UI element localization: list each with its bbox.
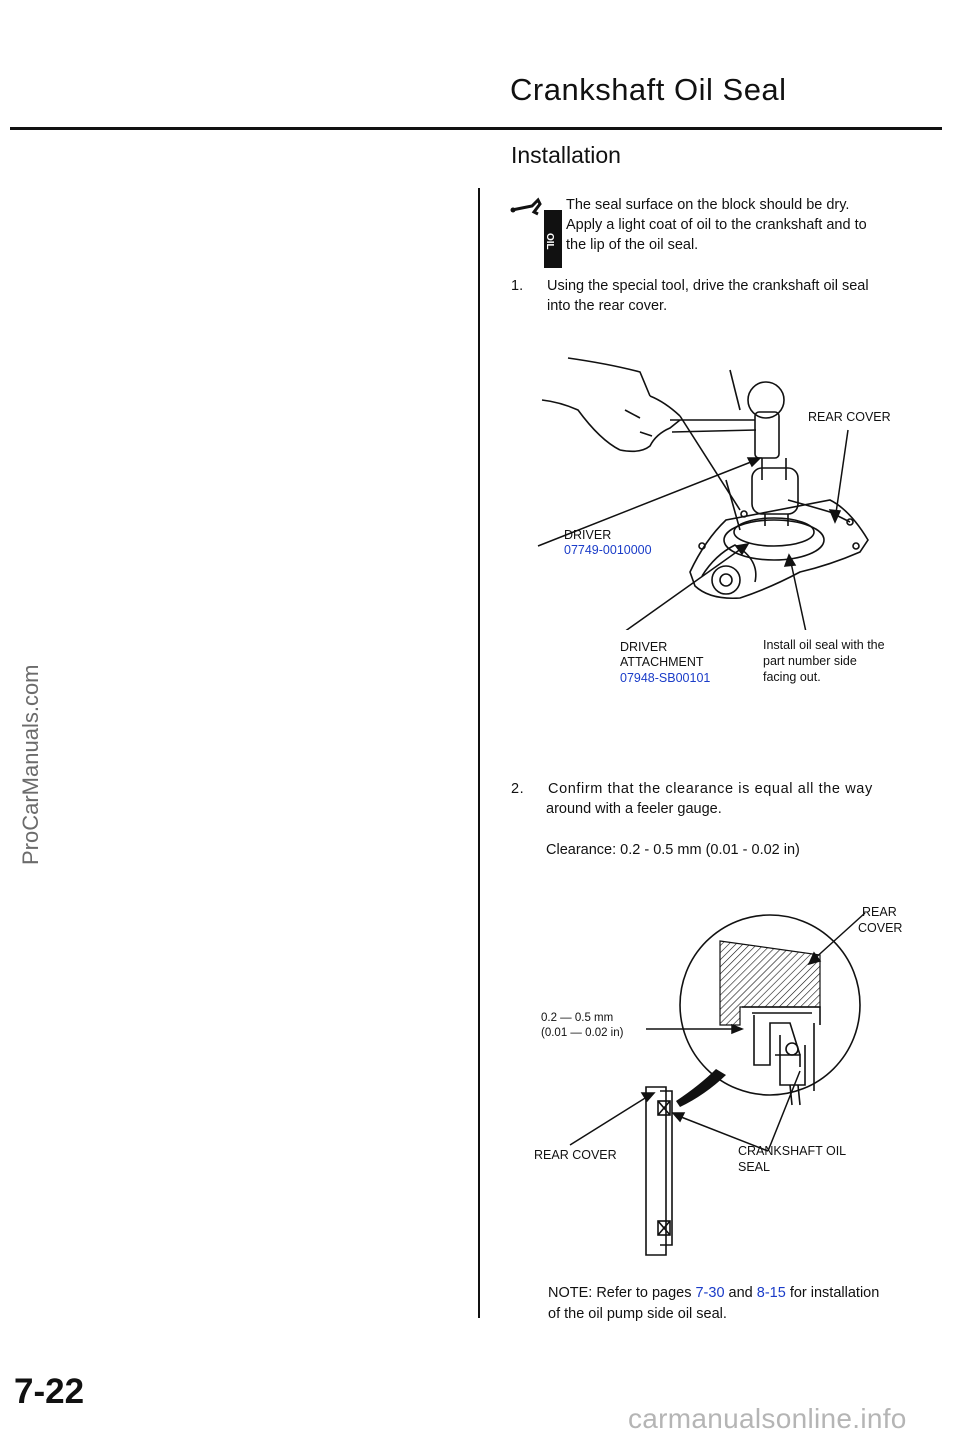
- fig1-attachment-label-2: ATTACHMENT: [620, 655, 704, 669]
- section-title: Installation: [511, 142, 621, 168]
- oil-note-line-1: The seal surface on the block should be …: [566, 197, 850, 213]
- step-1-number: 1.: [511, 278, 524, 294]
- title-divider: [10, 127, 942, 130]
- page-number: 7-22: [14, 1372, 85, 1411]
- fig2-clearance-mm: 0.2 — 0.5 mm: [541, 1012, 614, 1024]
- fig1-install-note-3: facing out.: [763, 670, 821, 684]
- page-title: Crankshaft Oil Seal: [510, 72, 787, 107]
- fig1-install-note-1: Install oil seal with the: [763, 638, 885, 652]
- note-line-1: NOTE: Refer to pages 7-30 and 8-15 for i…: [548, 1284, 879, 1303]
- oil-badge: OIL: [544, 232, 555, 250]
- step-1-line-1: Using the special tool, drive the cranks…: [547, 278, 869, 294]
- note-line-2: of the oil pump side oil seal.: [548, 1306, 727, 1322]
- fig2-clearance-inch: (0.01 — 0.02 in): [541, 1027, 624, 1039]
- fig1-driver-part-number: 07749-0010000: [564, 543, 652, 557]
- fig1-rear-cover-label: REAR COVER: [808, 410, 891, 424]
- clearance-illustration: [569, 912, 866, 1256]
- page-link-8-15[interactable]: 8-15: [756, 1285, 786, 1301]
- fig1-install-note-2: part number side: [763, 654, 857, 668]
- step-1-line-2: into the rear cover.: [547, 298, 668, 314]
- column-divider: [478, 188, 480, 1318]
- note-mid: and: [724, 1285, 757, 1301]
- oil-note-line-2: Apply a light coat of oil to the cranksh…: [566, 217, 867, 233]
- page-link-7-30[interactable]: 7-30: [695, 1285, 725, 1301]
- footer-site: carmanualsonline.info: [628, 1403, 907, 1434]
- note-prefix: NOTE: Refer to pages: [548, 1285, 696, 1301]
- fig2-rear-label: REAR: [862, 905, 897, 919]
- fig2-cover-label: COVER: [858, 921, 903, 935]
- fig1-driver-label: DRIVER: [564, 528, 612, 542]
- driver-illustration: [537, 357, 869, 630]
- step-2-line-2: around with a feeler gauge.: [546, 801, 722, 817]
- clearance-spec: Clearance: 0.2 - 0.5 mm (0.01 - 0.02 in): [546, 842, 800, 858]
- fig1-attachment-part-number: 07948-SB00101: [620, 671, 711, 685]
- watermark-text: ProCarManuals.com: [18, 664, 43, 865]
- note-suffix: for installation: [785, 1285, 880, 1301]
- fig1-attachment-label-1: DRIVER: [620, 640, 668, 654]
- step-2-line-1: Confirm that the clearance is equal all …: [548, 781, 873, 797]
- oil-can-icon: [510, 197, 562, 268]
- step-2-number: 2.: [511, 781, 525, 797]
- fig2-rear-cover-label: REAR COVER: [534, 1148, 617, 1162]
- fig2-seal-label-1: CRANKSHAFT OIL: [738, 1144, 847, 1158]
- oil-note-line-3: the lip of the oil seal.: [566, 237, 699, 253]
- fig2-seal-label-2: SEAL: [738, 1160, 770, 1174]
